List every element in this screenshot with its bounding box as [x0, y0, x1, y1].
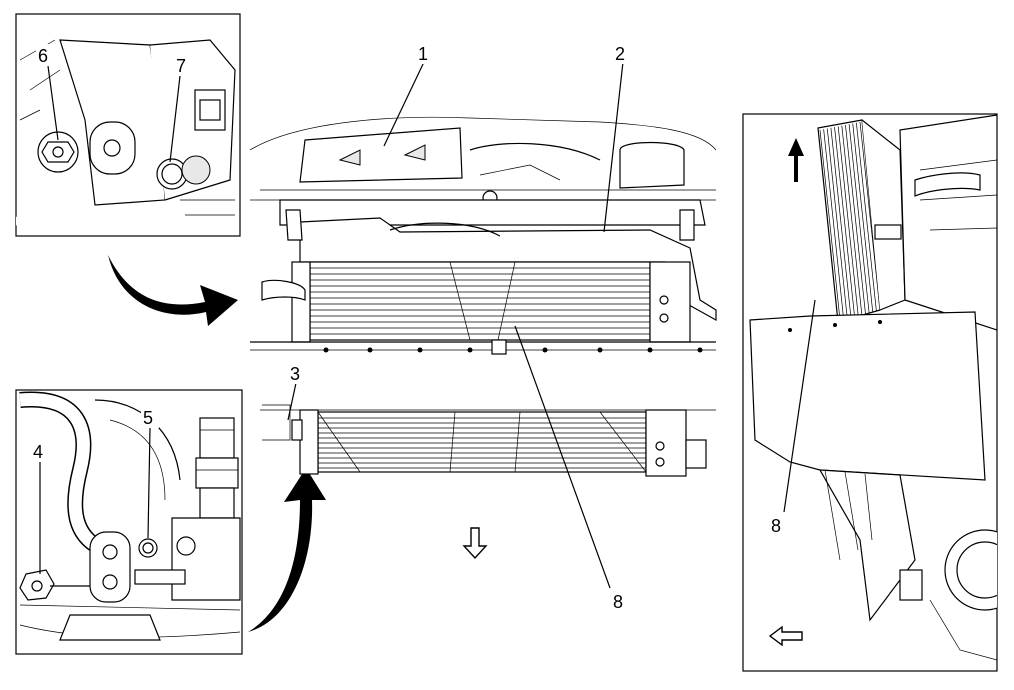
radiator-fin-line	[848, 124, 870, 313]
radiator-fin-line	[841, 125, 863, 315]
main-view-removed	[260, 404, 716, 477]
curved-arrow-icon	[248, 468, 326, 632]
radiator-fin-line	[819, 129, 841, 321]
radiator-fin-line	[852, 123, 874, 312]
callout-1: 1	[418, 44, 428, 64]
radiator-fin-line	[837, 126, 859, 316]
radiator-fin-line	[826, 128, 848, 319]
inset-right-side-view: 8	[742, 113, 998, 672]
radiator-fin-line	[834, 127, 855, 317]
radiator-fin-line	[856, 122, 877, 311]
main-view-installed	[249, 116, 717, 355]
inset-top-left: 6 7	[15, 13, 241, 237]
arrow-left-icon	[768, 625, 803, 647]
radiator-fin-line	[859, 121, 881, 311]
arrow-down-icon	[462, 527, 488, 560]
curved-arrow-icon	[108, 255, 238, 326]
callout-8-main: 8	[613, 592, 623, 612]
callout-2: 2	[615, 44, 625, 64]
arrow-up-icon	[788, 138, 804, 182]
callout-3: 3	[290, 364, 300, 384]
radiator-fin-line	[823, 129, 844, 320]
radiator-fin-line	[845, 124, 866, 314]
callout-4: 4	[33, 442, 43, 462]
callout-5: 5	[143, 408, 153, 428]
callout-8-side: 8	[771, 516, 781, 536]
inset-bottom-left: 4 5	[15, 389, 243, 655]
callout-7: 7	[176, 56, 186, 76]
callout-6: 6	[38, 46, 48, 66]
radiator-fin-line	[830, 127, 852, 318]
